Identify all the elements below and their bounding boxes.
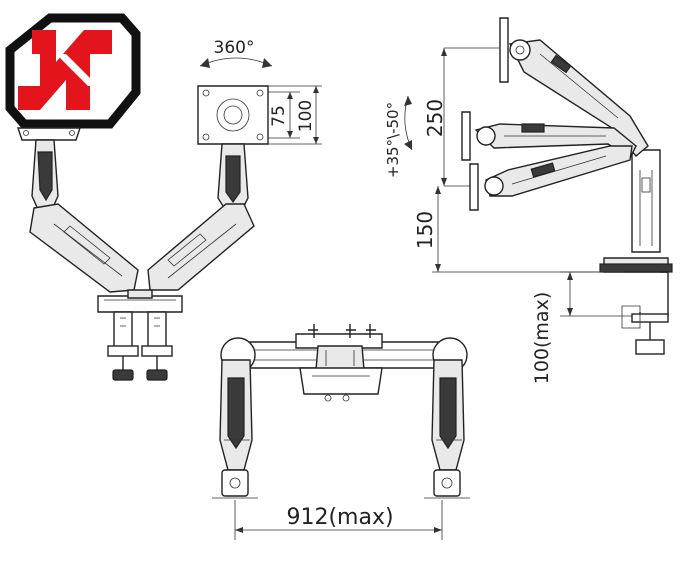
vesa-75-label: 75 xyxy=(269,105,289,127)
front-view-drawing xyxy=(17,85,269,381)
span-dimension: 912(max) xyxy=(234,500,443,540)
brand-logo xyxy=(5,13,141,129)
vesa-dimensions: 75 100 xyxy=(268,85,322,145)
rotation-indicator: 360° xyxy=(199,38,273,68)
tilt-label: +35°\-50° xyxy=(384,102,402,178)
rotation-label: 360° xyxy=(214,38,255,58)
height-range-label: 250 xyxy=(423,99,447,137)
vesa-100-label: 100 xyxy=(296,100,316,132)
side-view-drawing xyxy=(461,17,673,355)
clamp-max-label: 100(max) xyxy=(531,292,553,385)
min-height-label: 150 xyxy=(413,211,437,249)
top-view-drawing xyxy=(212,324,470,499)
side-dimensions: 250 150 +35°\-50° 100(max) xyxy=(384,47,632,385)
span-max-label: 912(max) xyxy=(286,505,393,530)
